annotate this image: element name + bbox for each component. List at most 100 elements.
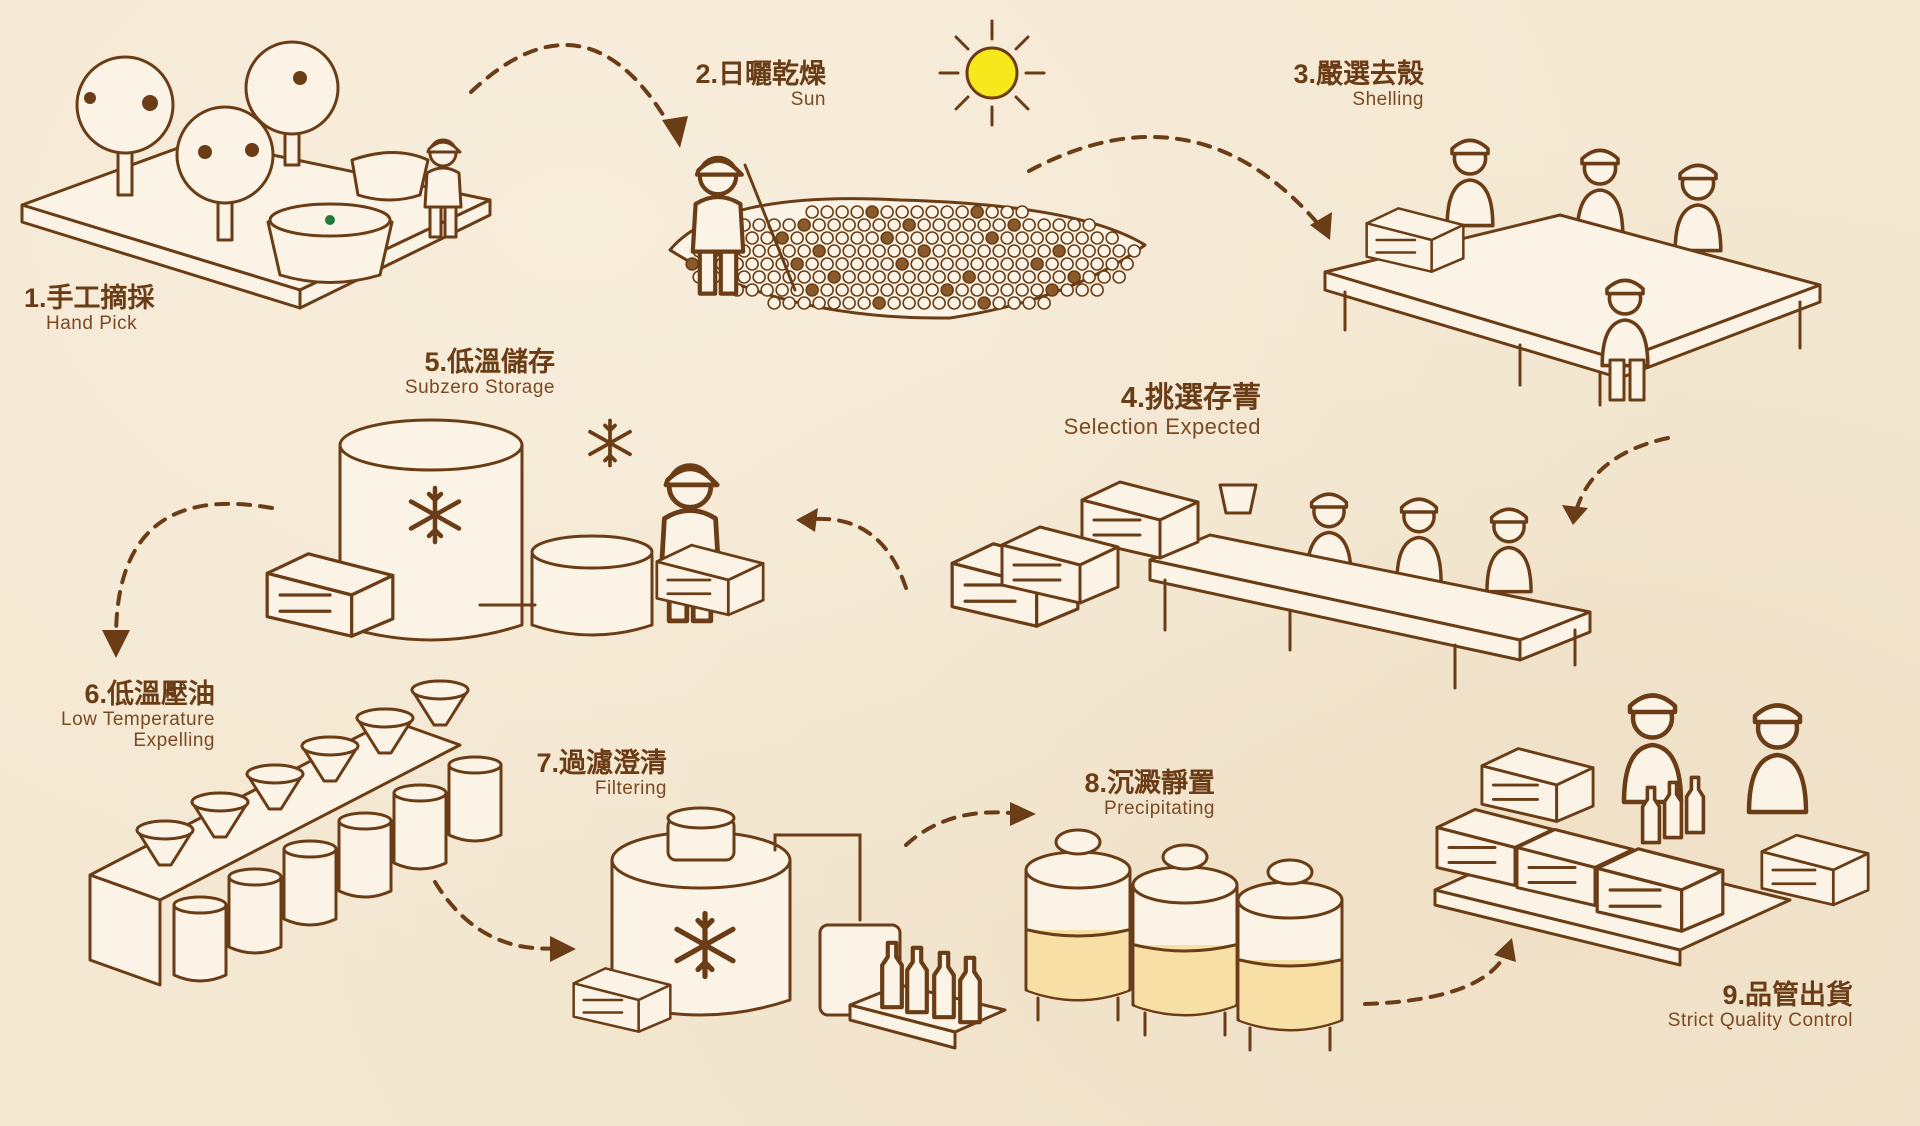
seed-icon bbox=[1052, 270, 1066, 284]
arrow-2-to-3 bbox=[1027, 135, 1327, 234]
step-title-zh: 2.日曬乾燥 bbox=[695, 59, 826, 89]
step-title-en: Selection Expected bbox=[1063, 413, 1261, 439]
seed-icon bbox=[932, 296, 946, 310]
seed-icon bbox=[790, 257, 804, 271]
seed-icon bbox=[865, 205, 879, 219]
seed-icon bbox=[992, 244, 1006, 258]
seed-icon bbox=[902, 296, 916, 310]
seed-icon bbox=[1037, 296, 1051, 310]
seed-icon bbox=[910, 283, 924, 297]
sun-icon bbox=[938, 19, 1046, 127]
seed-icon bbox=[962, 296, 976, 310]
seed-icon bbox=[932, 244, 946, 258]
seed-icon bbox=[895, 257, 909, 271]
arrowhead-icon bbox=[1010, 802, 1036, 826]
seed-icon bbox=[917, 296, 931, 310]
seed-icon bbox=[827, 218, 841, 232]
seed-icon bbox=[1082, 218, 1096, 232]
seed-icon bbox=[850, 205, 864, 219]
seed-icon bbox=[1060, 257, 1074, 271]
seed-icon bbox=[745, 257, 759, 271]
selection-illustration bbox=[950, 480, 1592, 690]
step-title-en: Precipitating bbox=[1103, 797, 1215, 819]
seed-icon bbox=[760, 257, 774, 271]
seed-icon bbox=[842, 270, 856, 284]
tree-icon bbox=[244, 40, 340, 167]
seed-icon bbox=[955, 205, 969, 219]
seed-icon bbox=[872, 296, 886, 310]
seed-icon bbox=[812, 218, 826, 232]
arrowhead-icon bbox=[102, 630, 130, 658]
seed-icon bbox=[1067, 218, 1081, 232]
seed-icon bbox=[940, 257, 954, 271]
seed-icon bbox=[775, 231, 789, 245]
seed-icon bbox=[1120, 257, 1134, 271]
step-4-label: 4.挑選存菁 Selection Expected bbox=[1063, 382, 1261, 439]
seed-icon bbox=[1015, 231, 1029, 245]
seed-icon bbox=[902, 218, 916, 232]
seed-icon bbox=[970, 283, 984, 297]
seed-icon bbox=[865, 257, 879, 271]
arrowhead-icon bbox=[796, 508, 818, 532]
seed-icon bbox=[760, 283, 774, 297]
step-title-zh: 9.品管出貨 bbox=[1722, 980, 1853, 1010]
seed-icon bbox=[1045, 257, 1059, 271]
seed-icon bbox=[962, 244, 976, 258]
seed-icon bbox=[992, 270, 1006, 284]
seed-icon bbox=[1082, 270, 1096, 284]
tree-icon bbox=[175, 105, 275, 242]
seed-icon bbox=[1030, 283, 1044, 297]
seed-icon bbox=[985, 205, 999, 219]
arrow-3-to-4 bbox=[1573, 436, 1670, 517]
seed-icon bbox=[977, 244, 991, 258]
seed-icon bbox=[827, 296, 841, 310]
step-title-zh: 4.挑選存菁 bbox=[1120, 382, 1261, 414]
seed-icon bbox=[797, 296, 811, 310]
seed-icon bbox=[985, 283, 999, 297]
seed-icon bbox=[812, 296, 826, 310]
seed-icon bbox=[820, 283, 834, 297]
seed-icon bbox=[1045, 283, 1059, 297]
bucket-icon bbox=[282, 847, 338, 927]
seed-icon bbox=[850, 231, 864, 245]
seed-icon bbox=[835, 205, 849, 219]
bucket-icon bbox=[227, 875, 283, 955]
seed-icon bbox=[797, 270, 811, 284]
seed-icon bbox=[835, 283, 849, 297]
seed-icon bbox=[850, 283, 864, 297]
seed-icon bbox=[805, 205, 819, 219]
seed-icon bbox=[1112, 244, 1126, 258]
tree-icon bbox=[75, 55, 175, 197]
arrow-4-to-5 bbox=[802, 516, 908, 590]
step-title-en: Sun bbox=[790, 88, 826, 110]
seed-icon bbox=[850, 257, 864, 271]
seed-icon bbox=[865, 283, 879, 297]
seed-icon bbox=[820, 205, 834, 219]
seed-icon bbox=[970, 205, 984, 219]
arrowhead-icon bbox=[550, 936, 576, 962]
seed-icon bbox=[872, 244, 886, 258]
seed-icon bbox=[1022, 296, 1036, 310]
seed-icon bbox=[887, 296, 901, 310]
seed-icon bbox=[752, 270, 766, 284]
seed-icon bbox=[752, 218, 766, 232]
seed-icon bbox=[782, 218, 796, 232]
seed-icon bbox=[1007, 296, 1021, 310]
flow-arrows bbox=[102, 43, 1670, 1006]
step-title-en: Shelling bbox=[1352, 88, 1424, 110]
seed-icon bbox=[1090, 231, 1104, 245]
seed-icon bbox=[880, 205, 894, 219]
seed-icon bbox=[835, 257, 849, 271]
seed-icon bbox=[880, 231, 894, 245]
seed-icon bbox=[827, 270, 841, 284]
step-3-label: 3.嚴選去殼 Shelling bbox=[1293, 59, 1424, 111]
seed-icon bbox=[797, 244, 811, 258]
seed-icon bbox=[1037, 244, 1051, 258]
seed-icon bbox=[917, 218, 931, 232]
seed-icon bbox=[985, 231, 999, 245]
step-1-label: 1.手工摘採 Hand Pick bbox=[24, 283, 155, 335]
seed-icon bbox=[685, 257, 699, 271]
seed-icon bbox=[977, 270, 991, 284]
arrow-7-to-8 bbox=[904, 810, 1022, 847]
seed-icon bbox=[1000, 257, 1014, 271]
